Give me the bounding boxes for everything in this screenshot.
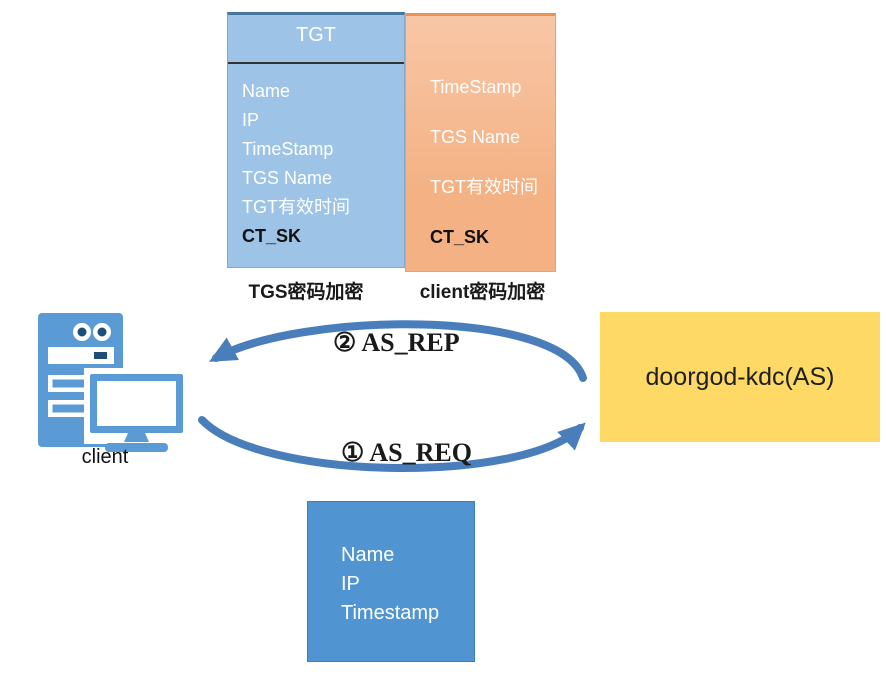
tgt-box-title: TGT bbox=[296, 24, 336, 46]
req-field-timestamp: Timestamp bbox=[341, 602, 440, 624]
cpart-field-timestamp: TimeStamp bbox=[430, 77, 522, 97]
cpart-field-validity: TGT有效时间 bbox=[430, 177, 538, 197]
as-rep-label: ② AS_REP bbox=[333, 328, 460, 357]
tgt-field-validity: TGT有效时间 bbox=[242, 197, 350, 217]
tgt-box-fields: Name IP TimeStamp TGS Name TGT有效时间 CT_SK bbox=[228, 64, 404, 251]
req-field-name: Name bbox=[341, 544, 395, 566]
tgt-field-timestamp: TimeStamp bbox=[242, 139, 334, 159]
tgs-encryption-caption: TGS密码加密 bbox=[248, 282, 364, 303]
tgt-box-divider bbox=[228, 62, 404, 64]
client-encrypted-box: TimeStamp TGS Name TGT有效时间 CT_SK bbox=[405, 13, 556, 272]
client-encrypted-fields: TimeStamp TGS Name TGT有效时间 CT_SK bbox=[406, 16, 555, 262]
client-computer-icon bbox=[38, 313, 188, 452]
client-label: client bbox=[81, 446, 129, 468]
as-rep-arrow bbox=[208, 320, 587, 382]
request-reply-cycle-arrows bbox=[198, 320, 587, 473]
tgt-field-tgs-name: TGS Name bbox=[242, 168, 333, 188]
kdc-label: doorgod-kdc(AS) bbox=[645, 362, 835, 391]
kdc-box: doorgod-kdc(AS) bbox=[600, 312, 880, 442]
cpart-field-tgs-name: TGS Name bbox=[430, 127, 521, 147]
as-req-fields: Name IP Timestamp bbox=[308, 502, 474, 628]
req-field-ip: IP bbox=[341, 573, 360, 595]
tgt-box: TGT Name IP TimeStamp TGS Name TGT有效时间 C… bbox=[227, 12, 405, 268]
tgt-field-name: Name bbox=[242, 81, 291, 101]
as-req-label: ① AS_REQ bbox=[341, 438, 472, 467]
cpart-field-ct-sk: CT_SK bbox=[430, 227, 490, 247]
as-req-arrow bbox=[198, 416, 586, 473]
as-req-content-box: Name IP Timestamp bbox=[307, 501, 475, 662]
tgt-field-ct-sk: CT_SK bbox=[242, 226, 302, 246]
tgt-field-ip: IP bbox=[242, 110, 260, 130]
client-encryption-caption: client密码加密 bbox=[419, 282, 546, 303]
